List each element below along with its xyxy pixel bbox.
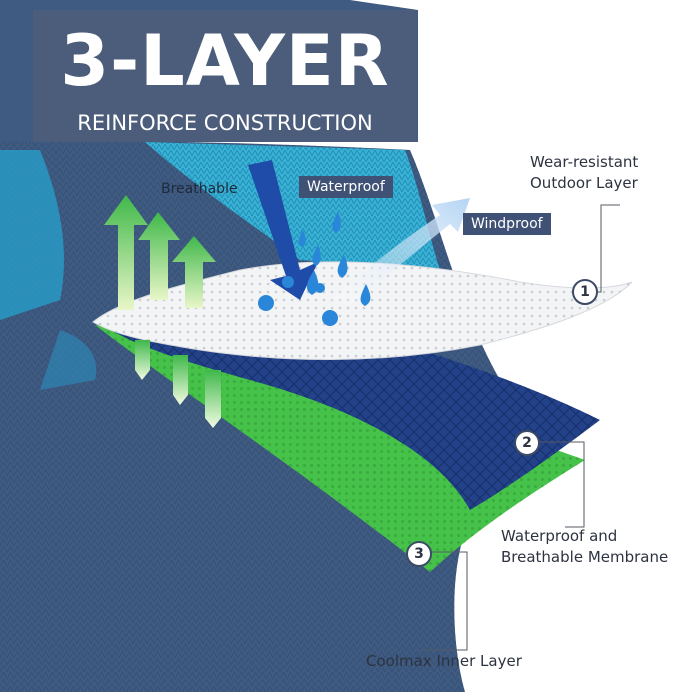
windproof-arrow	[330, 198, 470, 305]
layer-marker-3: 3	[406, 541, 432, 567]
layer-3-callout-line1: Coolmax Inner Layer	[366, 652, 522, 670]
breathable-arrows	[104, 195, 221, 428]
waterproof-label: Waterproof	[299, 176, 393, 198]
layer-1-callout: Wear-resistant Outdoor Layer	[530, 152, 638, 194]
layer-2-callout: Waterproof and Breathable Membrane	[501, 526, 668, 568]
breathable-label: Breathable	[161, 181, 238, 197]
layer-marker-2: 2	[514, 430, 540, 456]
windproof-label: Windproof	[463, 213, 551, 235]
waterproof-arrow	[248, 160, 318, 300]
water-droplets	[258, 212, 371, 326]
layer-2-callout-line1: Waterproof and	[501, 527, 618, 545]
outer-layer-shape	[92, 261, 633, 361]
title-banner: 3-LAYER REINFORCE CONSTRUCTION	[33, 10, 417, 142]
banner-title: 3-LAYER	[60, 20, 390, 102]
layer-2-callout-line2: Breathable Membrane	[501, 548, 669, 566]
layer-marker-1: 1	[572, 279, 598, 305]
layer-1-callout-line1: Wear-resistant	[530, 153, 639, 171]
layer-3-callout: Coolmax Inner Layer	[366, 651, 522, 672]
membrane-layer-shape	[95, 320, 600, 510]
callout-leader-lines	[420, 204, 620, 651]
banner-subtitle: REINFORCE CONSTRUCTION	[77, 111, 373, 135]
layer-1-callout-line2: Outdoor Layer	[530, 174, 638, 192]
